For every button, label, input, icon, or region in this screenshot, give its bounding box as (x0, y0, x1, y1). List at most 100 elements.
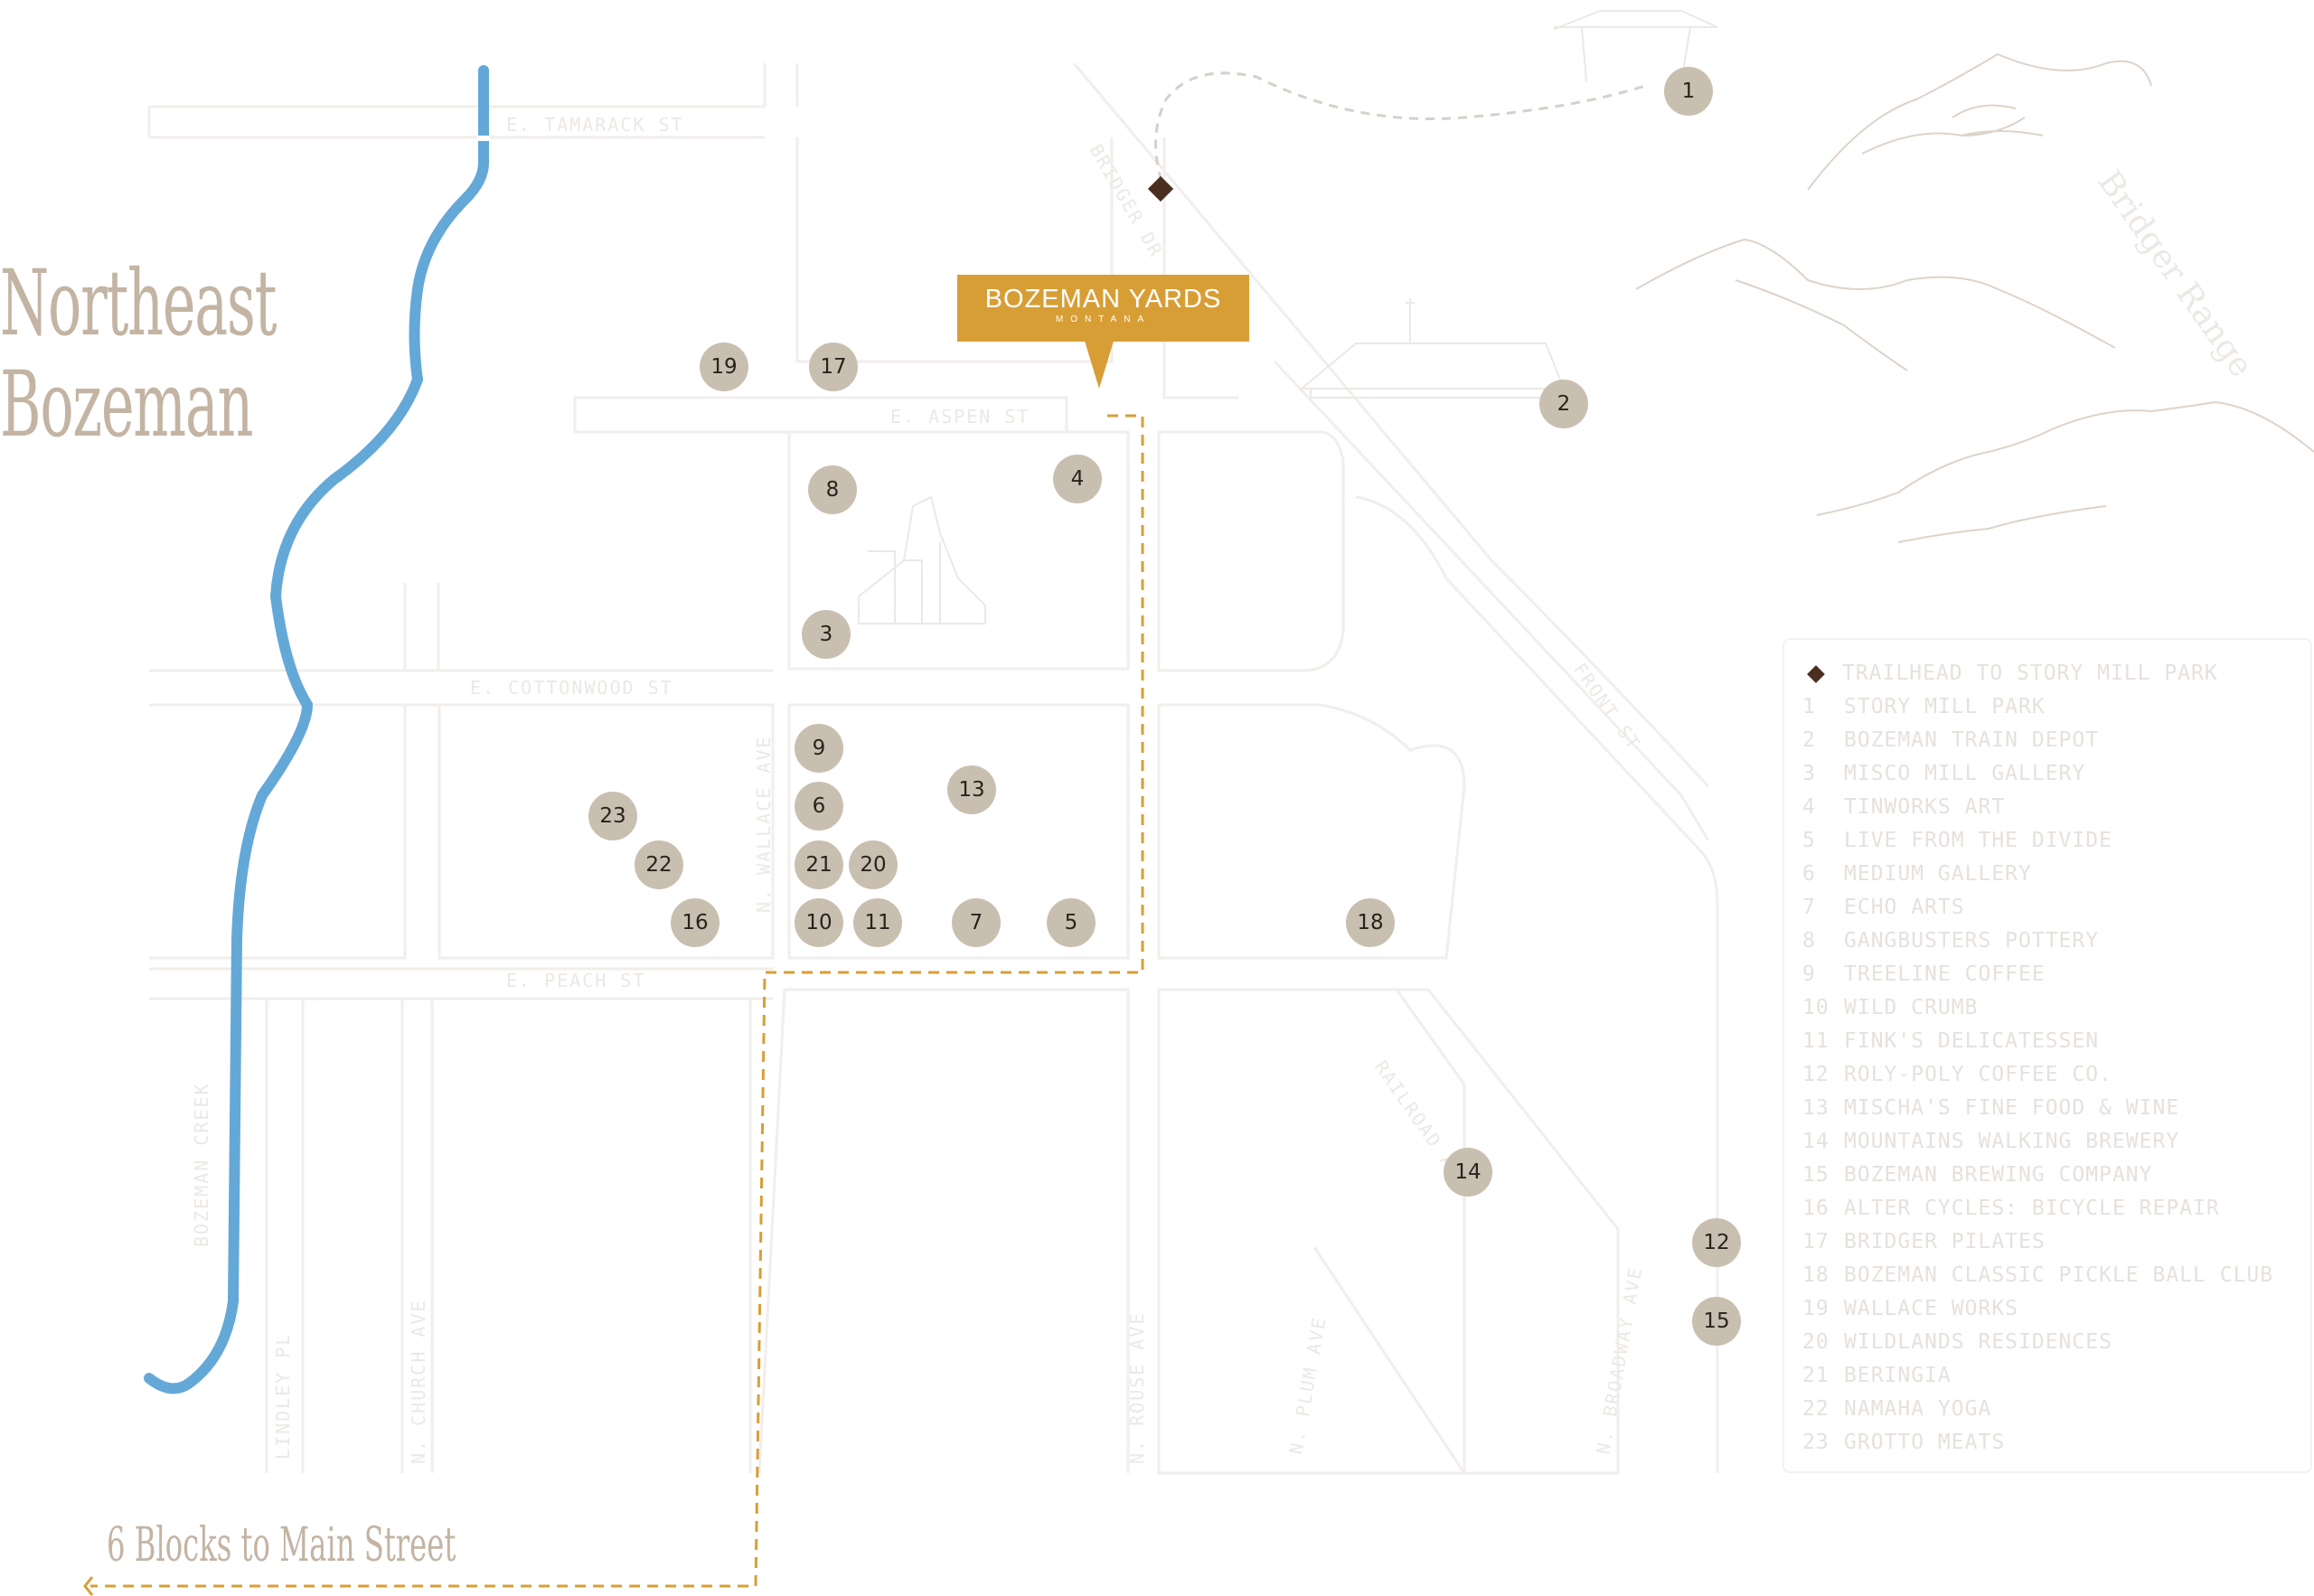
map-marker-22[interactable]: 22 (635, 840, 683, 889)
map-marker-18[interactable]: 18 (1346, 898, 1395, 947)
map-marker-9[interactable]: 9 (795, 724, 843, 773)
creek-line (144, 65, 489, 1394)
page-title: Northeast Bozeman (0, 253, 277, 457)
legend-label: ALTER CYCLES: BICYCLE REPAIR (1844, 1197, 2220, 1220)
map-marker-13[interactable]: 13 (947, 765, 996, 814)
legend-label: STORY MILL PARK (1844, 695, 2046, 718)
legend-item[interactable]: 18 BOZEMAN CLASSIC PICKLE BALL CLUB (1802, 1263, 2273, 1287)
map-marker-4[interactable]: 4 (1053, 455, 1102, 503)
legend-item[interactable]: 16 ALTER CYCLES: BICYCLE REPAIR (1802, 1197, 2220, 1220)
legend-trailhead[interactable]: TRAILHEAD TO STORY MILL PARK (1802, 662, 2218, 685)
map-marker-19[interactable]: 19 (700, 343, 748, 391)
legend-label: BOZEMAN CLASSIC PICKLE BALL CLUB (1844, 1263, 2274, 1287)
legend-item[interactable]: 1 STORY MILL PARK (1802, 695, 2046, 718)
legend-number: 13 (1802, 1096, 1830, 1120)
diamond-icon (1807, 664, 1825, 683)
legend-number: 10 (1802, 996, 1830, 1019)
map-marker-12[interactable]: 12 (1692, 1218, 1741, 1267)
legend-item[interactable]: 7 ECHO ARTS (1802, 896, 1965, 919)
legend-number: 11 (1802, 1029, 1830, 1053)
title-line: Bozeman (0, 352, 253, 457)
legend-label: WILDLANDS RESIDENCES (1844, 1330, 2112, 1354)
street-label: N. WALLACE AVE (753, 735, 775, 913)
map-marker-5[interactable]: 5 (1047, 898, 1096, 947)
legend-label: MISCHA'S FINE FOOD & WINE (1844, 1096, 2180, 1120)
map-marker-20[interactable]: 20 (849, 840, 898, 889)
map-marker-15[interactable]: 15 (1692, 1297, 1741, 1346)
legend-label: ECHO ARTS (1844, 896, 1965, 919)
legend-label: TRAILHEAD TO STORY MILL PARK (1842, 662, 2218, 685)
legend-number: 18 (1802, 1263, 1830, 1287)
legend-number: 19 (1802, 1297, 1830, 1320)
legend-number: 16 (1802, 1197, 1830, 1220)
map-marker-7[interactable]: 7 (952, 898, 1001, 947)
legend-label: MOUNTAINS WALKING BREWERY (1844, 1130, 2180, 1153)
legend-label: MISCO MILL GALLERY (1844, 762, 2086, 785)
legend-item[interactable]: 9 TREELINE COFFEE (1802, 962, 2046, 986)
legend-label: TREELINE COFFEE (1844, 962, 2046, 986)
map-marker-21[interactable]: 21 (795, 840, 843, 889)
legend-number: 22 (1802, 1397, 1830, 1421)
legend-number: 21 (1802, 1364, 1830, 1387)
map-marker-17[interactable]: 17 (809, 343, 858, 391)
street-label: LINDLEY PL (272, 1333, 294, 1460)
legend-item[interactable]: 20 WILDLANDS RESIDENCES (1802, 1330, 2112, 1354)
map-marker-1[interactable]: 1 (1664, 67, 1713, 116)
map-marker-2[interactable]: 2 (1539, 380, 1588, 428)
pin-pointer-icon (1084, 338, 1115, 389)
legend-number: 12 (1802, 1063, 1830, 1086)
mill-building-illustration (858, 495, 986, 624)
legend-item[interactable]: 4 TINWORKS ART (1802, 795, 2005, 819)
legend-number: 4 (1802, 795, 1816, 819)
legend-item[interactable]: 5 LIVE FROM THE DIVIDE (1802, 829, 2112, 852)
legend-number: 8 (1802, 929, 1816, 953)
map-marker-16[interactable]: 16 (671, 898, 720, 947)
legend-label: NAMAHA YOGA (1844, 1397, 1992, 1421)
map-marker-10[interactable]: 10 (795, 898, 843, 947)
legend-number: 1 (1802, 695, 1816, 718)
map-marker-14[interactable]: 14 (1444, 1148, 1492, 1197)
walk-note: 6 Blocks to Main Street (107, 1518, 456, 1573)
legend-number: 15 (1802, 1163, 1830, 1187)
legend-number: 9 (1802, 962, 1816, 986)
legend-label: LIVE FROM THE DIVIDE (1844, 829, 2112, 852)
legend-item[interactable]: 19 WALLACE WORKS (1802, 1297, 2018, 1320)
legend-label: MEDIUM GALLERY (1844, 862, 2032, 886)
legend-label: GROTTO MEATS (1844, 1431, 2006, 1454)
street-label: E. ASPEN ST (890, 406, 1030, 427)
map-marker-8[interactable]: 8 (808, 465, 857, 514)
street-grid (147, 62, 1719, 1475)
destination-name: BOZEMAN YARDS (984, 285, 1222, 314)
legend-label: BOZEMAN TRAIN DEPOT (1844, 728, 2100, 752)
legend-number: 7 (1802, 896, 1816, 919)
legend-label: WALLACE WORKS (1844, 1297, 2019, 1320)
legend-label: TINWORKS ART (1844, 795, 2006, 819)
map-marker-23[interactable]: 23 (588, 792, 637, 840)
legend-item[interactable]: 22 NAMAHA YOGA (1802, 1397, 1991, 1421)
trail-path (1154, 71, 1646, 182)
legend-number: 20 (1802, 1330, 1830, 1354)
street-label: BOZEMAN CREEK (191, 1082, 212, 1247)
legend-number: 5 (1802, 829, 1816, 852)
map-marker-11[interactable]: 11 (853, 898, 902, 947)
trailhead-diamond-icon[interactable] (1147, 175, 1174, 202)
destination-badge[interactable]: BOZEMAN YARDS MONTANA (957, 275, 1249, 389)
map-marker-3[interactable]: 3 (802, 610, 851, 659)
map-marker-6[interactable]: 6 (795, 782, 843, 831)
legend-label: ROLY-POLY COFFEE CO. (1844, 1063, 2112, 1086)
street-label: E. COTTONWOOD ST (470, 677, 673, 699)
street-label: E. TAMARACK ST (506, 114, 684, 136)
legend-item[interactable]: 12 ROLY-POLY COFFEE CO. (1802, 1063, 2112, 1086)
legend-item[interactable]: 13 MISCHA'S FINE FOOD & WINE (1802, 1096, 2179, 1120)
